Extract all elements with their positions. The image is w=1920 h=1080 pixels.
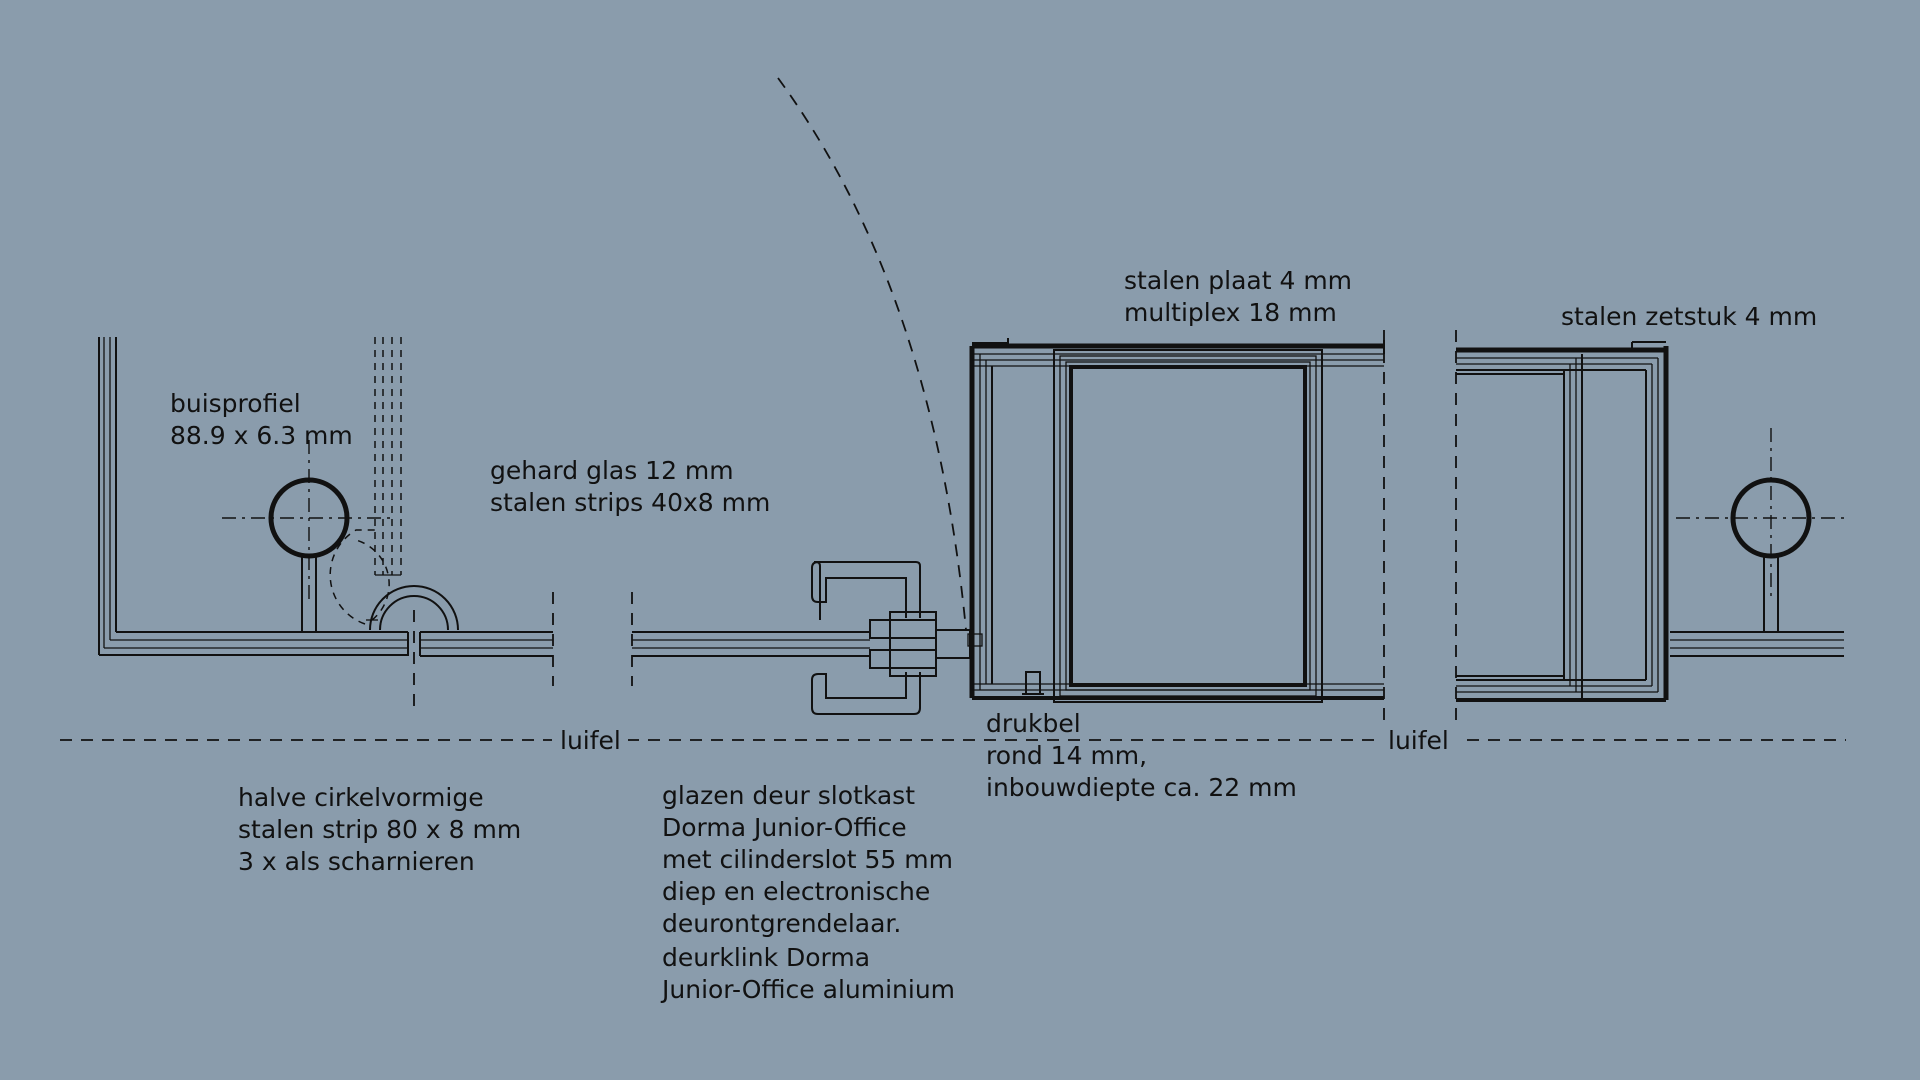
tube-profile-right [1670,428,1846,657]
label-stalen-plaat: stalen plaat 4 mm multiplex 18 mm [1124,266,1352,327]
label-scharnier-line-1: halve cirkelvormige [238,783,484,812]
hinge-half-circle [329,529,459,708]
label-buisprofiel-line-2: 88.9 x 6.3 mm [170,421,353,450]
label-deurklink-line-2: Junior-Office aluminium [660,975,955,1004]
label-slotkast: glazen deur slotkast Dorma Junior-Office… [662,781,953,938]
label-slotkast-line-2: Dorma Junior-Office [662,813,907,842]
label-buisprofiel-line-1: buisprofiel [170,389,301,418]
label-gehard-glas-line-1: gehard glas 12 mm [490,456,734,485]
label-stalen-zetstuk-line-1: stalen zetstuk 4 mm [1561,302,1817,331]
central-block [969,330,1385,720]
label-luifel-right-text: luifel [1388,726,1449,755]
label-scharnier-line-3: 3 x als scharnieren [238,847,475,876]
label-luifel-right: luifel [1380,720,1458,756]
label-drukbel-line-2: rond 14 mm, [986,741,1147,770]
label-drukbel-line-1: drukbel [986,709,1081,738]
label-deurklink-line-1: deurklink Dorma [662,943,870,972]
label-scharnier: halve cirkelvormige stalen strip 80 x 8 … [238,783,521,876]
label-stalen-plaat-line-2: multiplex 18 mm [1124,298,1337,327]
label-luifel-left: luifel [552,720,628,756]
label-stalen-zetstuk: stalen zetstuk 4 mm [1561,302,1817,331]
label-slotkast-line-1: glazen deur slotkast [662,781,915,810]
label-drukbel: drukbel rond 14 mm, inbouwdiepte ca. 22 … [986,709,1297,802]
door-swing-arc [777,77,967,631]
glass-panel-left [420,592,870,686]
label-stalen-plaat-line-1: stalen plaat 4 mm [1124,266,1352,295]
tube-profile-left [222,440,392,632]
label-drukbel-line-3: inbouwdiepte ca. 22 mm [986,773,1297,802]
label-slotkast-line-3: met cilinderslot 55 mm [662,845,953,874]
label-deurklink: deurklink Dorma Junior-Office aluminium [660,943,955,1004]
label-gehard-glas: gehard glas 12 mm stalen strips 40x8 mm [490,456,770,517]
hidden-frame-lines [374,337,402,576]
label-scharnier-line-2: stalen strip 80 x 8 mm [238,815,521,844]
label-slotkast-line-5: deurontgrendelaar. [662,909,901,938]
label-gehard-glas-line-2: stalen strips 40x8 mm [490,488,770,517]
wall-corner [98,337,408,656]
right-block [1455,330,1669,720]
label-luifel-left-text: luifel [560,726,621,755]
label-slotkast-line-4: diep en electronische [662,877,930,906]
door-handle [811,561,983,715]
label-buisprofiel: buisprofiel 88.9 x 6.3 mm [170,389,353,450]
